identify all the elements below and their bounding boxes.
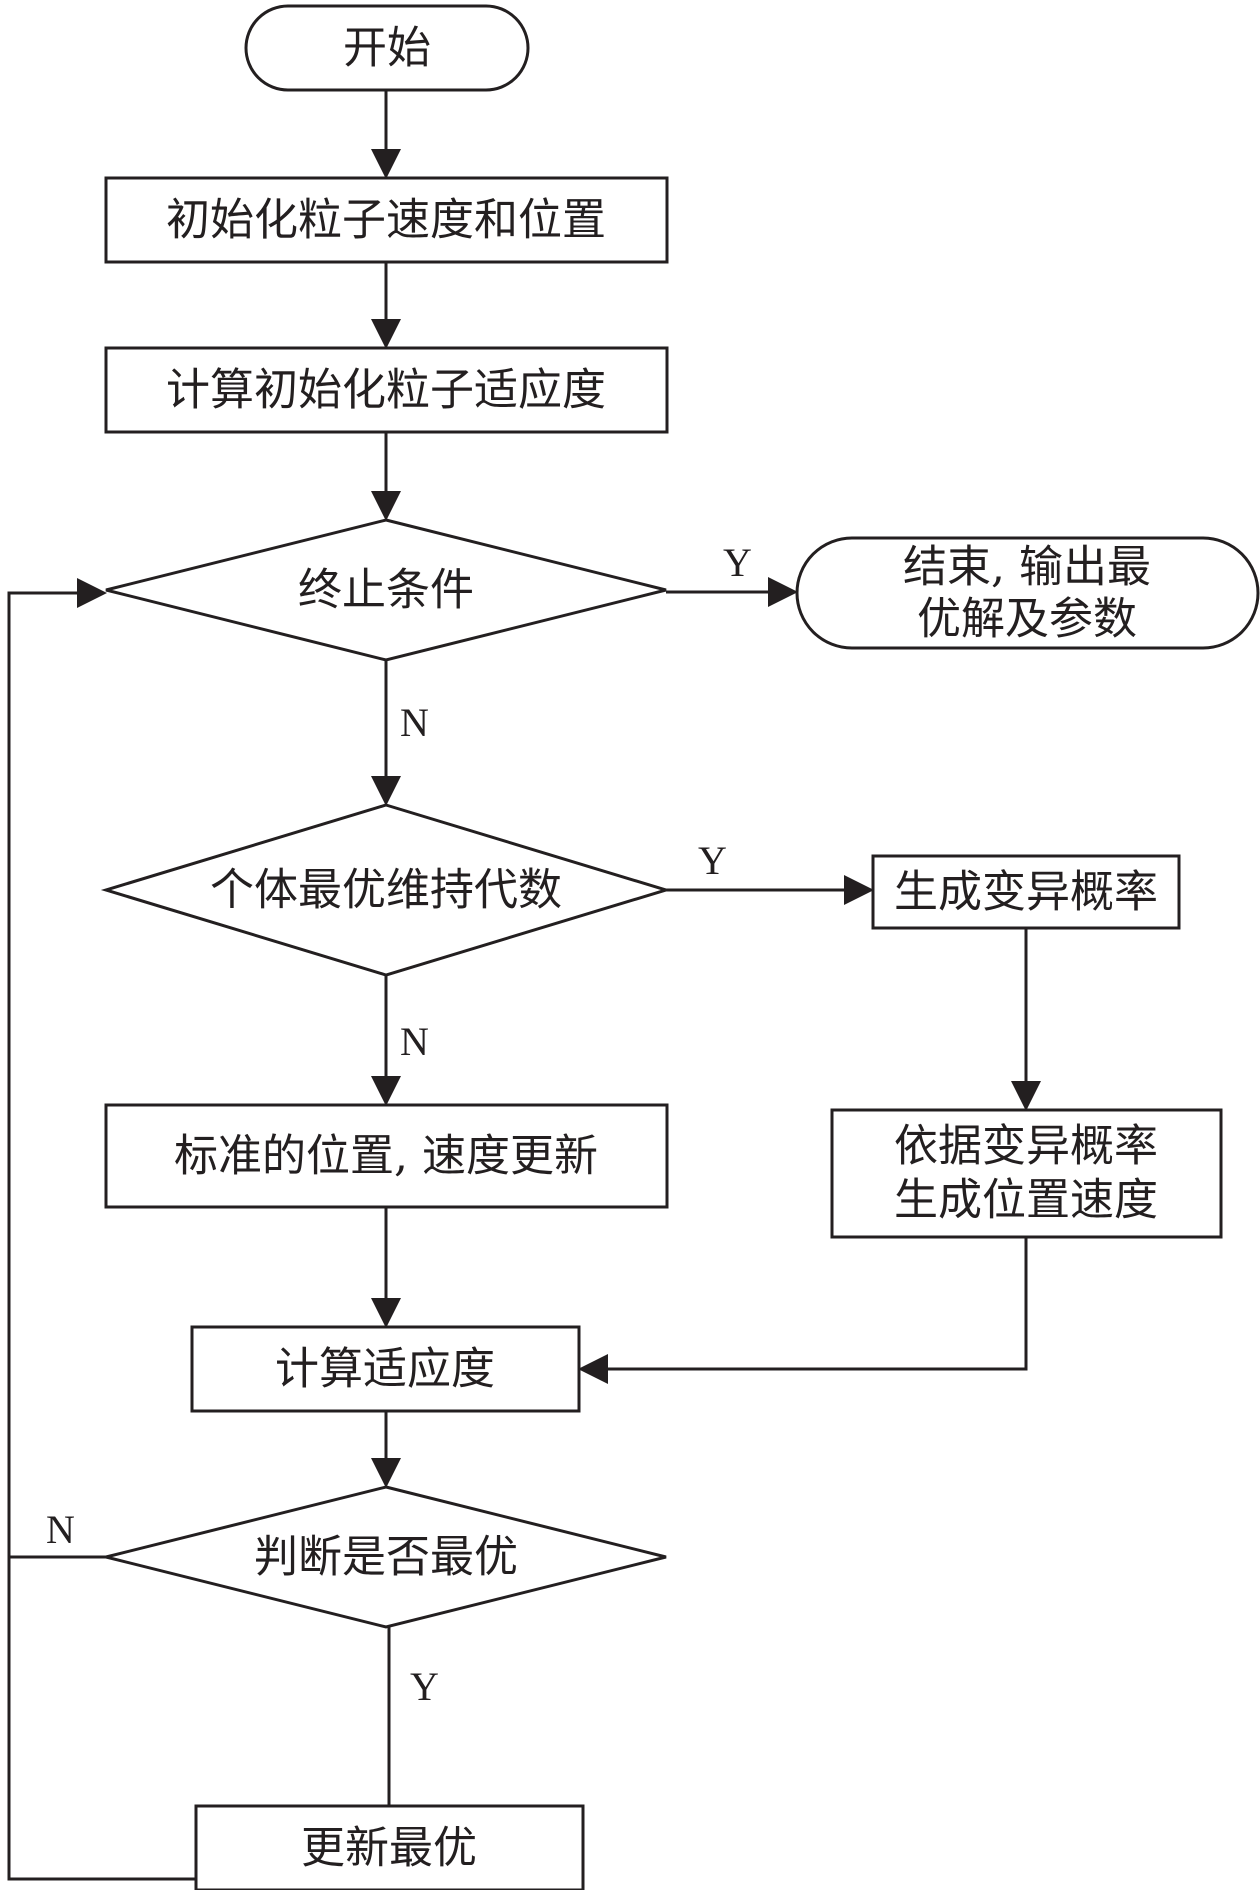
edge-update-loop <box>7 1557 196 1881</box>
fitness-node: 计算适应度 <box>190 1325 581 1413</box>
terminate-decision: 终止条件 <box>105 518 667 662</box>
mutate-position-node: 依据变异概率 生成位置速度 <box>830 1108 1223 1239</box>
init-label: 初始化粒子速度和位置 <box>166 195 606 246</box>
mutation-prob-node: 生成变异概率 <box>871 854 1181 930</box>
end-label-line1: 结束, 输出最 <box>903 542 1151 593</box>
personal-no-label: N <box>400 1019 429 1064</box>
personal-best-decision: 个体最优维持代数 <box>100 803 672 977</box>
standard-update-label: 标准的位置, 速度更新 <box>174 1131 598 1182</box>
end-node: 结束, 输出最 优解及参数 <box>795 536 1260 650</box>
standard-update-node: 标准的位置, 速度更新 <box>104 1103 669 1209</box>
end-label-line2: 优解及参数 <box>917 594 1137 645</box>
terminate-yes-label: Y <box>723 540 752 585</box>
update-best-label: 更新最优 <box>301 1823 477 1874</box>
terminate-label: 终止条件 <box>298 565 474 616</box>
init-node: 初始化粒子速度和位置 <box>104 176 669 264</box>
start-label: 开始 <box>343 23 431 74</box>
judge-label: 判断是否最优 <box>254 1532 518 1583</box>
personal-yes-label: Y <box>698 838 727 883</box>
judge-decision: 判断是否最优 <box>105 1485 667 1629</box>
mutate-label-line1: 依据变异概率 <box>894 1121 1158 1172</box>
update-best-node: 更新最优 <box>194 1804 585 1890</box>
init-fitness-label: 计算初始化粒子适应度 <box>166 365 606 416</box>
mutation-prob-label: 生成变异概率 <box>894 867 1158 918</box>
edge-mutate-fitness <box>578 1237 1028 1384</box>
start-node: 开始 <box>244 4 530 92</box>
terminate-no-label: N <box>400 700 429 745</box>
edge-judge-loop-terminate <box>7 578 107 1559</box>
fitness-label: 计算适应度 <box>275 1344 495 1395</box>
mutate-label-line2: 生成位置速度 <box>894 1175 1158 1226</box>
init-fitness-node: 计算初始化粒子适应度 <box>104 346 669 434</box>
personal-best-label: 个体最优维持代数 <box>210 865 562 916</box>
judge-yes-label: Y <box>410 1664 439 1709</box>
judge-no-label: N <box>46 1507 75 1552</box>
